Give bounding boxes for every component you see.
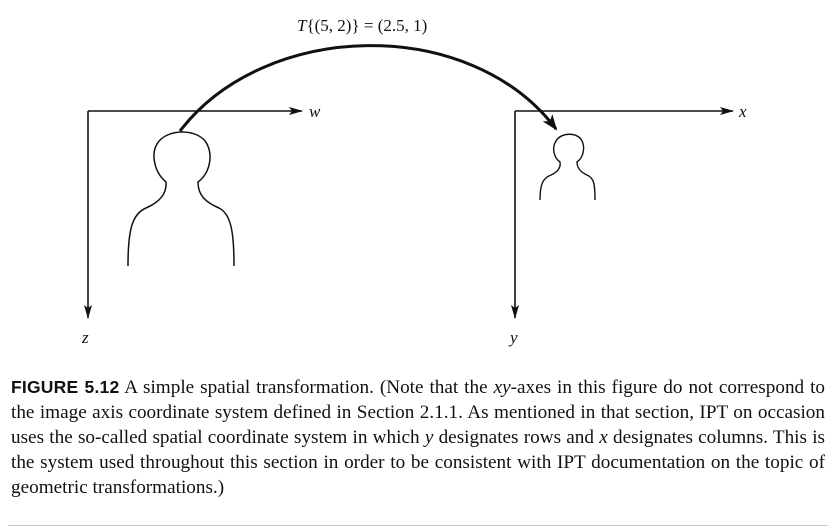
- caption-italic-y: y: [424, 427, 434, 448]
- transform-label: T{(5, 2)} = (2.5, 1): [297, 16, 427, 35]
- caption-italic-xy: xy: [493, 377, 511, 398]
- figure-illustration: T{(5, 2)} = (2.5, 1) w z x y: [81, 16, 747, 347]
- caption-text-2: -axes in this figure do not correspond t…: [11, 377, 826, 448]
- caption-text-1: A simple spatial transformation. (Note t…: [119, 377, 494, 398]
- large-person-silhouette: [127, 131, 235, 267]
- transformation-arrow: [178, 44, 558, 132]
- bottom-divider: [8, 525, 828, 526]
- x-axis-label: x: [738, 102, 747, 121]
- left-axes: w z: [81, 102, 321, 347]
- w-axis-label: w: [309, 102, 321, 121]
- spatial-transformation-diagram: T{(5, 2)} = (2.5, 1) w z x y: [81, 16, 747, 347]
- figure-caption: FIGURE 5.12 A simple spatial transformat…: [11, 375, 825, 500]
- caption-italic-x: x: [599, 427, 608, 448]
- caption-text-3: designates rows and: [433, 427, 600, 448]
- y-axis-label: y: [508, 328, 518, 347]
- figure-label: FIGURE 5.12: [11, 377, 120, 397]
- right-axes: x y: [508, 102, 747, 347]
- z-axis-label: z: [81, 328, 89, 347]
- caption-text-4: designates columns. This is the system u…: [11, 427, 826, 498]
- small-person-silhouette: [539, 133, 596, 201]
